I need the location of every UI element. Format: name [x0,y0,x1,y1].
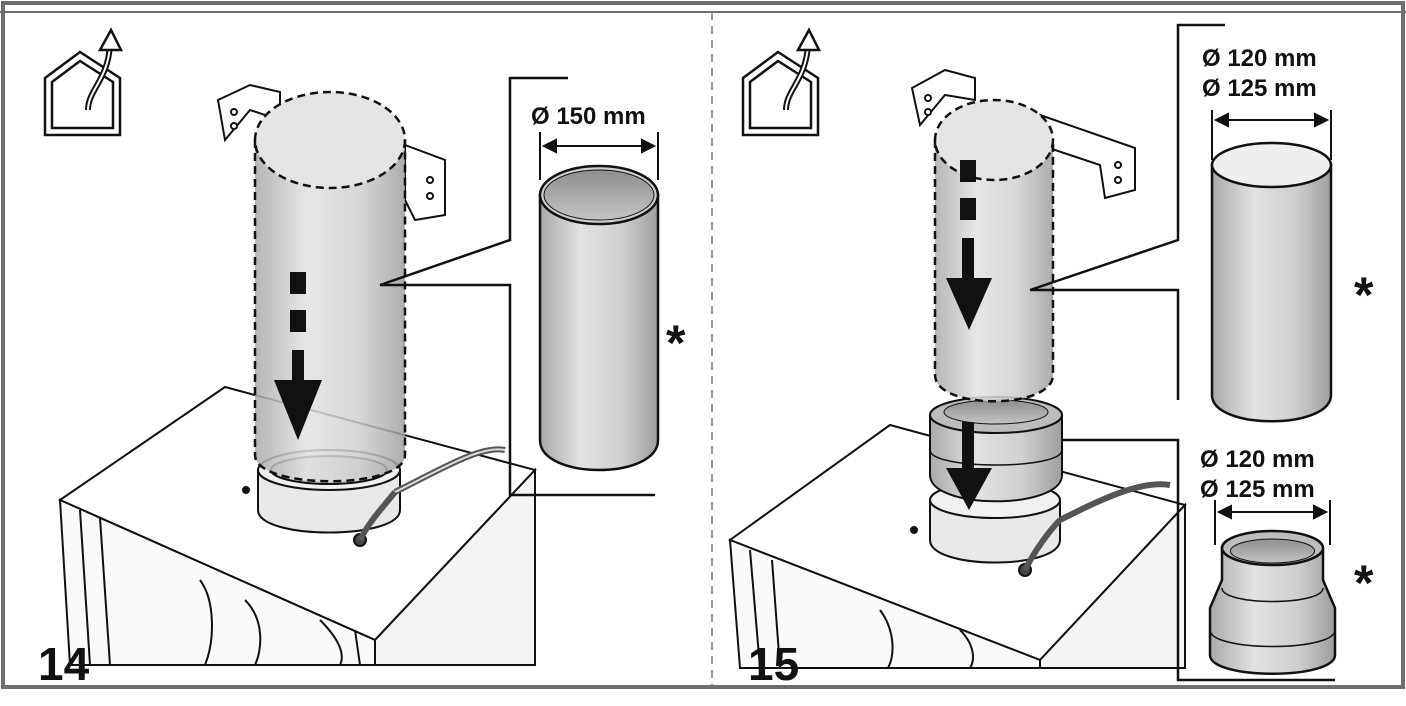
pipe-diameter-label-2: Ø 125 mm [1202,75,1317,102]
pipe-150 [538,164,660,472]
step-number: 14 [38,638,90,690]
panel-step-15: Ø 120 mm Ø 125 mm * Ø 120 mm Ø 125 mm * … [727,23,1374,690]
callout-line-15-adapter [1062,438,1335,682]
panel-step-14: Ø 150 mm * 14 [38,27,686,690]
dashed-pipe-15 [933,98,1055,510]
diagram-frame [0,1,1406,689]
pipe-diameter-label: Ø 150 mm [531,103,646,130]
adapter-diameter-label-1: Ø 120 mm [1200,446,1315,473]
callout-line-14 [379,76,655,497]
pipe-diameter-label-1: Ø 120 mm [1202,45,1317,72]
dimension-adapter-120-125 [1214,500,1331,545]
optional-part-mark: * [666,315,686,371]
dimension-pipe-120-125 [1211,110,1332,160]
wall-bracket [216,83,446,222]
reducer-adapter-loose [1208,529,1337,675]
down-arrow-icon [946,160,992,330]
pipe-120-125 [1210,141,1333,423]
down-arrow-icon [274,272,322,440]
dimension-150 [539,132,659,180]
house-outdoor-exhaust-icon [741,27,822,137]
optional-part-mark: * [1354,267,1374,323]
step-number: 15 [748,638,799,690]
down-arrow-icon [946,422,992,510]
adapter-diameter-label-2: Ø 125 mm [1200,476,1315,503]
house-outdoor-exhaust-icon [43,27,124,137]
reducer-adapter-installed [929,396,1063,503]
optional-part-mark: * [1354,555,1374,611]
callout-line-15-pipe [1029,23,1225,400]
dashed-pipe-14 [253,90,407,483]
